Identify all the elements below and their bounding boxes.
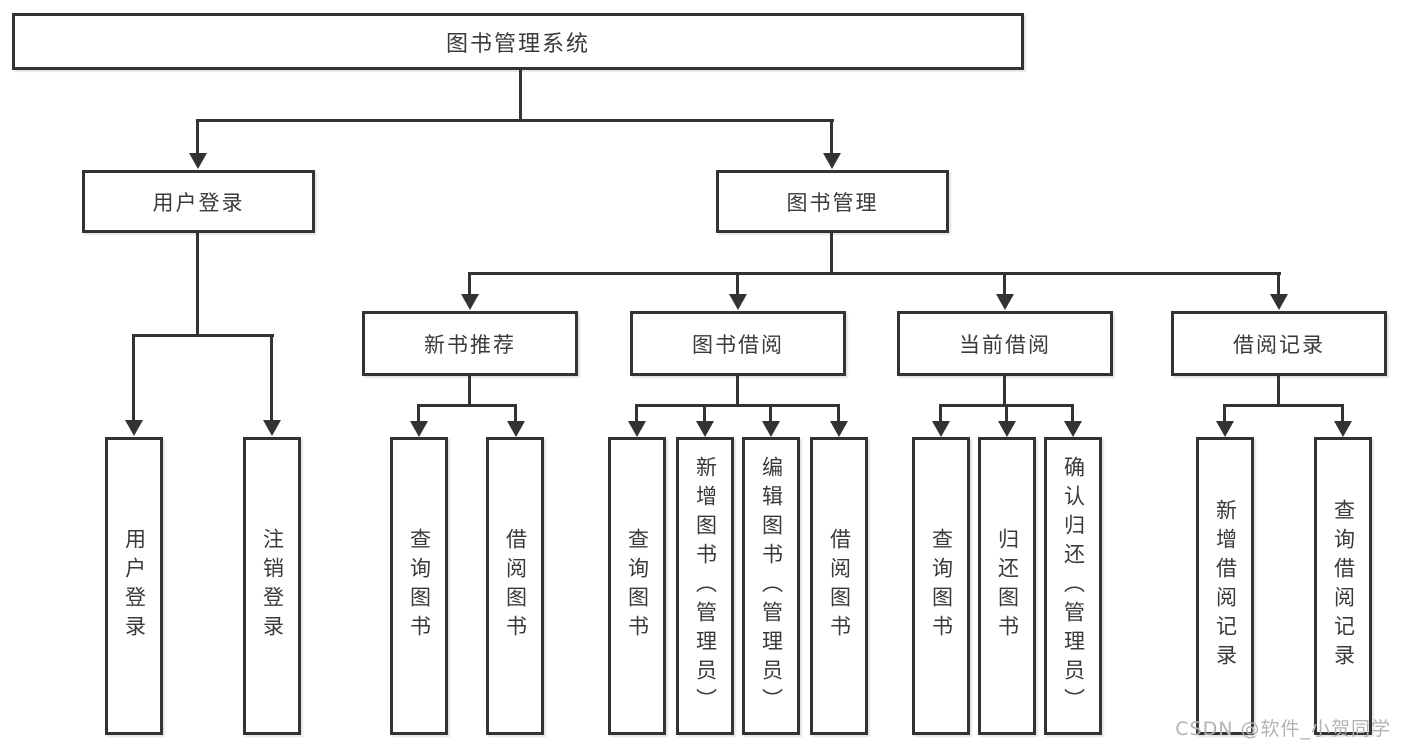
leaf-query-books-borrow: 查询图书 <box>608 437 666 735</box>
arrow-leaf-confirm-return-admin <box>1071 404 1074 421</box>
leaf-user-login: 用户登录 <box>105 437 163 735</box>
node-borrow-records-label: 借阅记录 <box>1233 332 1325 357</box>
leaf-add-borrow-record: 新增借阅记录 <box>1196 437 1254 735</box>
connector-new-book-recommend-stem <box>468 375 471 406</box>
arrow-leaf-query-borrow-record <box>1341 404 1344 421</box>
arrow-leaf-return-book <box>1005 404 1008 421</box>
connector-current-borrow-stem <box>1003 375 1006 406</box>
connector-root-stem <box>519 70 522 120</box>
leaf-label: 编辑图书（管理员） <box>759 455 784 717</box>
node-new-book-recommend: 新书推荐 <box>362 311 578 376</box>
arrow-to-leaf-user-login <box>132 334 135 420</box>
connector-l2-hbar <box>197 119 834 122</box>
leaf-logout-login: 注销登录 <box>243 437 301 735</box>
node-root: 图书管理系统 <box>12 13 1024 70</box>
node-book-borrow: 图书借阅 <box>630 311 846 376</box>
leaf-label: 归还图书 <box>995 528 1020 644</box>
leaf-query-books-current: 查询图书 <box>912 437 970 735</box>
arrow-leaf-query-books-borrow <box>635 404 638 421</box>
leaf-query-borrow-record: 查询借阅记录 <box>1314 437 1372 735</box>
watermark: CSDN @软件_小贺同学 <box>1175 718 1391 740</box>
leaf-label: 查询图书 <box>929 528 954 644</box>
arrow-leaf-query-books-current <box>939 404 942 421</box>
connector-borrow-records-stem <box>1277 375 1280 406</box>
leaf-label: 新增借阅记录 <box>1213 499 1238 673</box>
connector-book-management-stem <box>830 232 833 274</box>
arrow-leaf-add-book-admin <box>703 404 706 421</box>
leaf-label: 借阅图书 <box>503 528 528 644</box>
arrow-leaf-add-borrow-record <box>1223 404 1226 421</box>
node-user-login: 用户登录 <box>82 170 315 233</box>
leaf-label: 查询借阅记录 <box>1331 499 1356 673</box>
node-new-book-recommend-label: 新书推荐 <box>424 332 516 357</box>
leaf-confirm-return-admin: 确认归还（管理员） <box>1044 437 1102 735</box>
connector-borrow-records-hbar <box>1224 404 1344 407</box>
arrow-leaf-query-books-newrec <box>417 404 420 421</box>
node-root-label: 图书管理系统 <box>445 31 590 57</box>
arrow-leaf-edit-book-admin <box>769 404 772 421</box>
connector-l3-hbar <box>469 272 1281 275</box>
leaf-add-book-admin: 新增图书（管理员） <box>676 437 734 735</box>
leaf-borrow-books-newrec: 借阅图书 <box>486 437 544 735</box>
arrow-to-book-management <box>830 119 833 153</box>
leaf-label: 注销登录 <box>260 528 285 644</box>
leaf-label: 确认归还（管理员） <box>1061 455 1086 717</box>
node-book-borrow-label: 图书借阅 <box>692 332 784 357</box>
leaf-return-book: 归还图书 <box>978 437 1036 735</box>
arrow-to-borrow-records <box>1277 272 1280 294</box>
connector-user-login-hbar <box>133 334 274 337</box>
connector-user-login-stem <box>196 232 199 335</box>
connector-new-book-recommend-hbar <box>417 404 517 407</box>
arrow-leaf-borrow-books-borrow <box>837 404 840 421</box>
leaf-query-books-newrec: 查询图书 <box>390 437 448 735</box>
arrow-to-book-borrow <box>736 272 739 294</box>
leaf-label: 查询图书 <box>407 528 432 644</box>
node-current-borrow-label: 当前借阅 <box>959 332 1051 357</box>
connector-book-borrow-stem <box>736 375 739 406</box>
arrow-to-current-borrow <box>1003 272 1006 294</box>
node-user-login-label: 用户登录 <box>152 190 245 215</box>
leaf-label: 查询图书 <box>625 528 650 644</box>
leaf-label: 借阅图书 <box>827 528 852 644</box>
node-current-borrow: 当前借阅 <box>897 311 1113 376</box>
leaf-edit-book-admin: 编辑图书（管理员） <box>742 437 800 735</box>
arrow-leaf-borrow-books-newrec <box>514 404 517 421</box>
arrow-to-new-book-recommend <box>468 272 471 294</box>
arrow-to-leaf-logout <box>270 334 273 420</box>
leaf-label: 用户登录 <box>122 528 147 644</box>
node-book-management: 图书管理 <box>716 170 949 233</box>
connector-book-borrow-hbar <box>636 404 840 407</box>
leaf-borrow-books-borrow: 借阅图书 <box>810 437 868 735</box>
leaf-label: 新增图书（管理员） <box>693 455 718 717</box>
node-borrow-records: 借阅记录 <box>1171 311 1387 376</box>
node-book-management-label: 图书管理 <box>786 190 879 215</box>
arrow-to-user-login <box>196 119 199 153</box>
